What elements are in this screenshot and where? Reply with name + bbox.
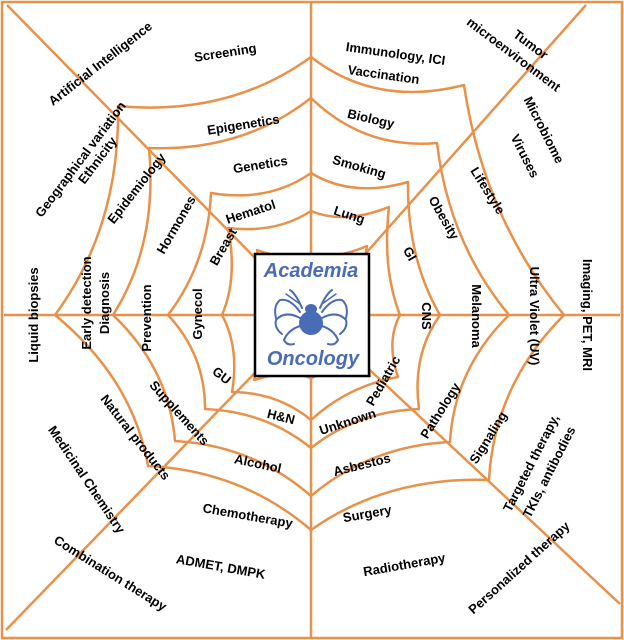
center-title-oncology: Oncology bbox=[267, 348, 360, 370]
label-imaging: Imaging, PET, MRI bbox=[580, 259, 595, 371]
web-ring bbox=[111, 97, 511, 498]
web-ring bbox=[220, 205, 402, 422]
spider-icon bbox=[274, 289, 348, 346]
label-gi: GI bbox=[400, 244, 420, 263]
label-melanoma: Melanoma bbox=[469, 284, 484, 348]
label-diagnosis: Diagnosis bbox=[97, 272, 112, 334]
label-prevention: Prevention bbox=[139, 284, 154, 351]
web-ring bbox=[166, 171, 442, 450]
label-liquid-biopsies: Liquid biopsies bbox=[26, 267, 41, 362]
label-gynecol: Gynecol bbox=[190, 288, 205, 339]
label-cns: CNS bbox=[419, 302, 434, 330]
label-hn: H&N bbox=[266, 406, 297, 427]
label-early-detection: Early detection bbox=[79, 256, 94, 349]
center-title-academia: Academia bbox=[263, 260, 359, 282]
web-ring bbox=[53, 55, 566, 532]
label-ultra-violet: Ultra Violet (UV) bbox=[527, 267, 542, 366]
